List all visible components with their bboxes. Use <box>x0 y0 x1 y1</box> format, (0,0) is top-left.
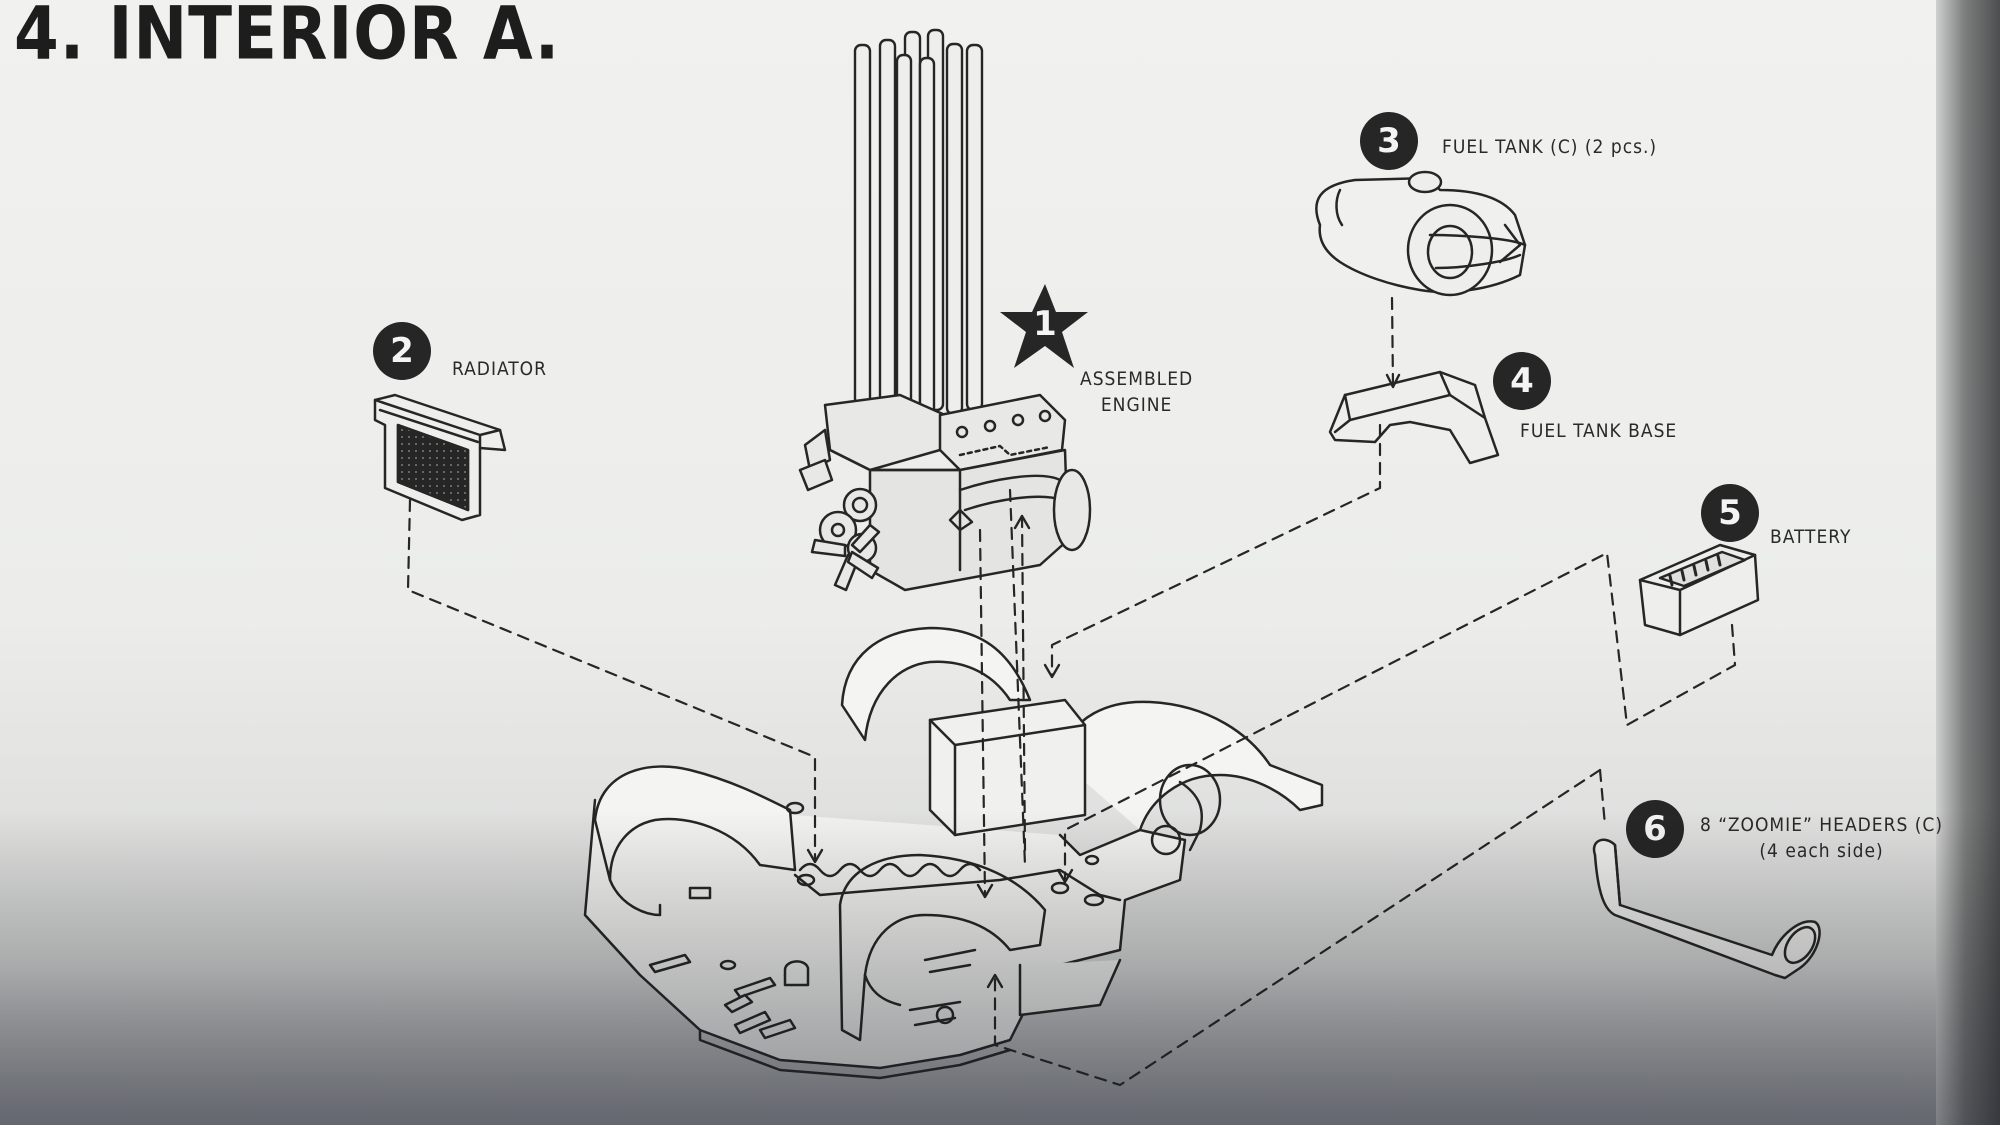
part-6-label: 8 “ZOOMIE” HEADERS (C) (4 each side) <box>1700 812 1943 864</box>
part-5-badge: 5 <box>1701 484 1759 542</box>
part-6-label-line-1: 8 “ZOOMIE” HEADERS (C) <box>1700 814 1944 836</box>
part-4-label: FUEL TANK BASE <box>1520 420 1678 442</box>
part-3-badge: 3 <box>1360 112 1418 170</box>
part-1-label-line-1: ASSEMBLED <box>1080 368 1194 390</box>
radiator-drawing <box>373 393 507 522</box>
part-1-star-badge: 1 <box>1000 282 1090 372</box>
part-1-label: ASSEMBLED ENGINE <box>1080 366 1193 418</box>
part-3-label: FUEL TANK (C) (2 pcs.) <box>1442 136 1658 158</box>
battery-drawing <box>1638 543 1760 637</box>
fuel-tank-base-drawing <box>1328 370 1500 465</box>
part-1-label-line-2: ENGINE <box>1100 394 1173 416</box>
part-1-number: 1 <box>1033 304 1057 344</box>
part-6-badge: 6 <box>1626 800 1684 858</box>
part-2-badge: 2 <box>373 322 431 380</box>
part-2-label: RADIATOR <box>452 358 547 380</box>
part-6-label-line-2: (4 each side) <box>1759 840 1884 862</box>
fuel-tank-drawing <box>1315 170 1527 297</box>
chassis-drawing <box>583 626 1324 1080</box>
part-5-label: BATTERY <box>1770 526 1852 548</box>
part-4-badge: 4 <box>1493 352 1551 410</box>
